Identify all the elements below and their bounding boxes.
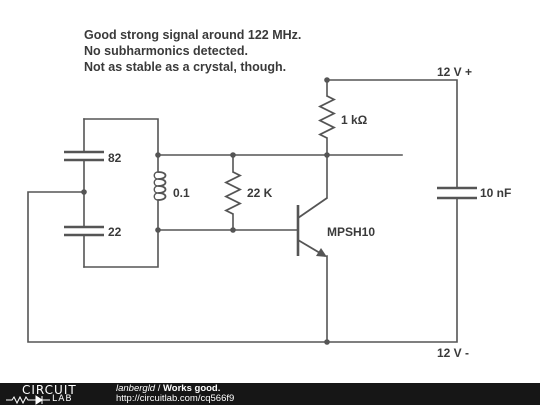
circuitlab-logo[interactable]: CIRCUIT LAB — [6, 383, 96, 405]
logo-text-top: CIRCUIT — [22, 383, 77, 397]
footer-info: lanbergld / Works good. http://circuitla… — [116, 384, 234, 404]
capacitor-10nf — [437, 186, 477, 200]
wire-bottom-rail — [27, 191, 458, 343]
label-resistor-bias: 22 K — [247, 186, 273, 200]
wire-tank-bottom — [83, 199, 159, 268]
junction-dot — [230, 227, 236, 233]
junction-dot — [324, 77, 330, 83]
junction-dot — [155, 227, 161, 233]
label-inductor: 0.1 — [173, 186, 190, 200]
label-supply-positive: 12 V + — [437, 65, 473, 79]
junction-dots — [81, 77, 330, 345]
footer-bar: CIRCUIT LAB lanbergld / Works good. http… — [0, 383, 540, 405]
resistor-1k — [317, 95, 337, 139]
resistor-22k — [223, 171, 243, 215]
footer-byline: lanbergld / Works good. — [116, 384, 234, 394]
label-transistor: MPSH10 — [327, 225, 376, 239]
label-capacitor-bottom: 22 — [108, 225, 122, 239]
note-line: No subharmonics detected. — [84, 44, 248, 58]
note-line: Not as stable as a crystal, though. — [84, 60, 287, 74]
byline-separator: / — [155, 383, 164, 394]
circuit-notes: Good strong signal around 122 MHz. No su… — [84, 27, 301, 75]
transistor-mpsh10 — [296, 197, 328, 257]
junction-dot — [81, 189, 87, 195]
label-capacitor-supply: 10 nF — [480, 186, 512, 200]
author-name[interactable]: lanbergld — [116, 383, 156, 394]
schematic-canvas — [27, 77, 477, 345]
capacitor-82 — [64, 150, 104, 162]
label-capacitor-top: 82 — [108, 151, 122, 165]
inductor-coil — [157, 171, 167, 201]
logo-text-bottom: LAB — [52, 394, 73, 404]
emitter-arrow — [316, 248, 327, 257]
inductor-coil-shade — [153, 171, 159, 201]
circuit-symbol-icon — [6, 395, 50, 405]
junction-dot — [155, 152, 161, 158]
label-supply-negative: 12 V - — [437, 346, 470, 360]
wire-top-rail — [326, 79, 458, 189]
capacitor-22 — [64, 225, 104, 237]
circuit-url[interactable]: http://circuitlab.com/cq566f9 — [116, 393, 235, 404]
junction-dot — [324, 339, 330, 345]
circuit-title: Works good. — [163, 383, 221, 394]
junction-dot — [324, 152, 330, 158]
label-resistor-collector: 1 kΩ — [341, 113, 368, 127]
note-line: Good strong signal around 122 MHz. — [84, 28, 302, 42]
junction-dot — [230, 152, 236, 158]
